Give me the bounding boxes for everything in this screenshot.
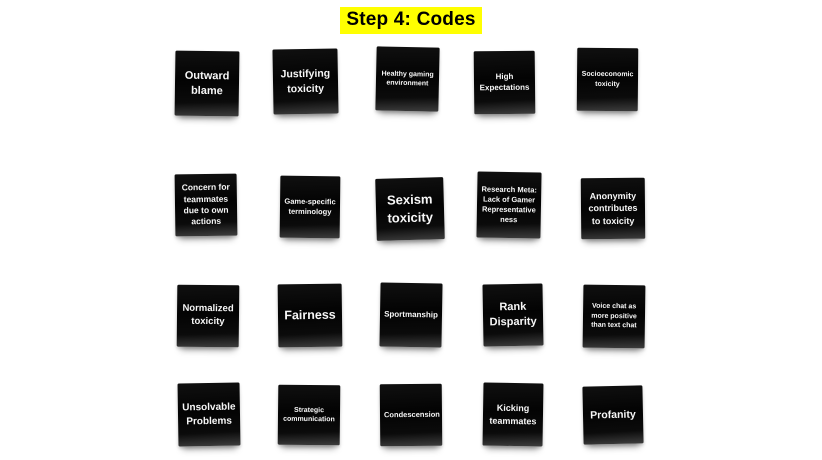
sticky-note-label: Healthy gaming environment — [381, 70, 434, 88]
sticky-note-label: High Expectations — [479, 71, 530, 92]
sticky-note-label: Rank Disparity — [489, 300, 537, 329]
sticky-note-label: Sportmanship — [384, 309, 438, 320]
sticky-note[interactable]: Fairness — [277, 283, 343, 348]
sticky-note[interactable]: Anonymity contributes to toxicity — [580, 177, 646, 240]
page-title-text: Step 4: Codes — [340, 7, 482, 34]
sticky-note-label: Strategic communication — [283, 406, 335, 424]
sticky-note[interactable]: Sexism toxicity — [375, 177, 445, 241]
sticky-note-label: Game-specific terminology — [284, 196, 336, 217]
sticky-note[interactable]: Research Meta: Lack of Gamer Representat… — [476, 171, 542, 239]
sticky-note[interactable]: Normalized toxicity — [176, 284, 240, 348]
page-title: Step 4: Codes — [0, 7, 822, 34]
sticky-note-label: Profanity — [590, 408, 636, 422]
sticky-note-label: Outward blame — [184, 69, 230, 97]
sticky-note-label: Anonymity contributes to toxicity — [588, 191, 638, 226]
sticky-note-label: Concern for teammates due to own actions — [181, 181, 230, 227]
sticky-note-label: Condescension — [383, 409, 440, 420]
sticky-note[interactable]: Unsolvable Problems — [177, 382, 241, 447]
sticky-note[interactable]: Healthy gaming environment — [375, 46, 440, 112]
sticky-note[interactable]: Condescension — [379, 383, 443, 447]
sticky-note[interactable]: Sportmanship — [379, 282, 443, 348]
sticky-note[interactable]: High Expectations — [473, 50, 536, 115]
sticky-note[interactable]: Concern for teammates due to own actions — [174, 173, 238, 237]
sticky-note-label: Fairness — [284, 307, 336, 323]
sticky-note-label: Kicking teammates — [489, 403, 537, 426]
sticky-note[interactable]: Justifying toxicity — [272, 48, 339, 115]
sticky-note[interactable]: Outward blame — [174, 50, 240, 117]
sticky-note[interactable]: Voice chat as more positive than text ch… — [582, 284, 646, 349]
sticky-note-label: Sexism toxicity — [386, 191, 434, 226]
sticky-note[interactable]: Kicking teammates — [482, 382, 544, 447]
sticky-note[interactable]: Strategic communication — [277, 384, 341, 446]
sticky-note[interactable]: Game-specific terminology — [279, 175, 341, 239]
sticky-note-label: Normalized toxicity — [182, 302, 234, 328]
sticky-note-label: Research Meta: Lack of Gamer Representat… — [481, 184, 538, 225]
sticky-note[interactable]: Profanity — [582, 385, 644, 445]
sticky-note-label: Socioeconomic toxicity — [581, 70, 634, 88]
sticky-note[interactable]: Socioeconomic toxicity — [576, 47, 639, 112]
sticky-note-label: Voice chat as more positive than text ch… — [591, 303, 637, 330]
sticky-note[interactable]: Rank Disparity — [482, 283, 544, 347]
sticky-note-label: Justifying toxicity — [280, 67, 331, 95]
sticky-note-label: Unsolvable Problems — [182, 401, 236, 427]
